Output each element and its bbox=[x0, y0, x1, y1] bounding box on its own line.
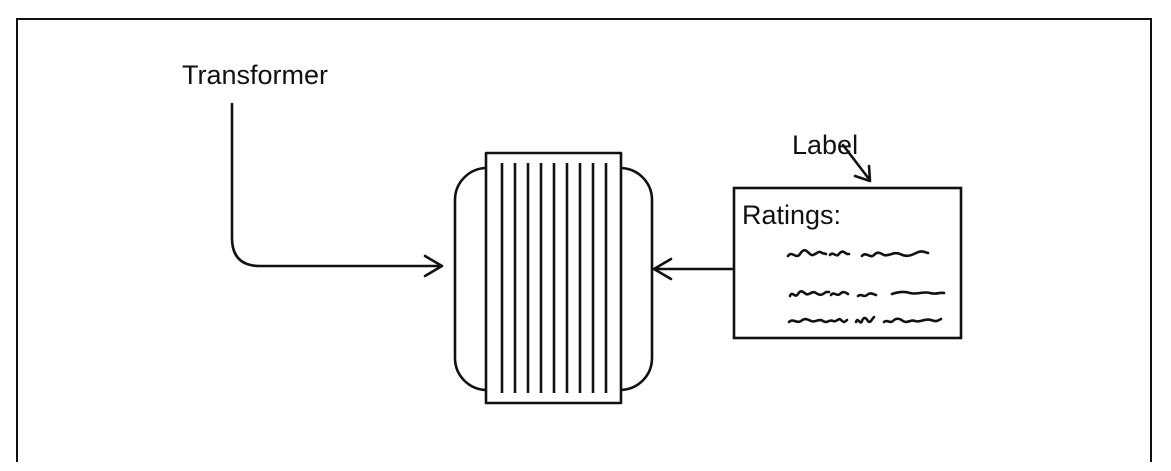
rating-text-lines bbox=[786, 248, 946, 324]
diagram-frame bbox=[16, 18, 1152, 462]
scribble-line bbox=[787, 315, 943, 324]
rating-label-plate bbox=[732, 186, 963, 340]
scribble-line bbox=[788, 289, 946, 298]
label-callout-label: Label bbox=[792, 130, 859, 160]
scribble-line bbox=[786, 248, 930, 258]
ratings-heading: Ratings: bbox=[742, 200, 842, 230]
transformer-windings bbox=[500, 163, 608, 393]
transformer-callout-label: Transformer bbox=[182, 60, 329, 90]
label-callout-arrow bbox=[841, 143, 872, 183]
label-to-transformer-arrow bbox=[652, 257, 736, 281]
transformer-icon bbox=[453, 151, 654, 405]
transformer-callout-arrow bbox=[230, 102, 444, 278]
